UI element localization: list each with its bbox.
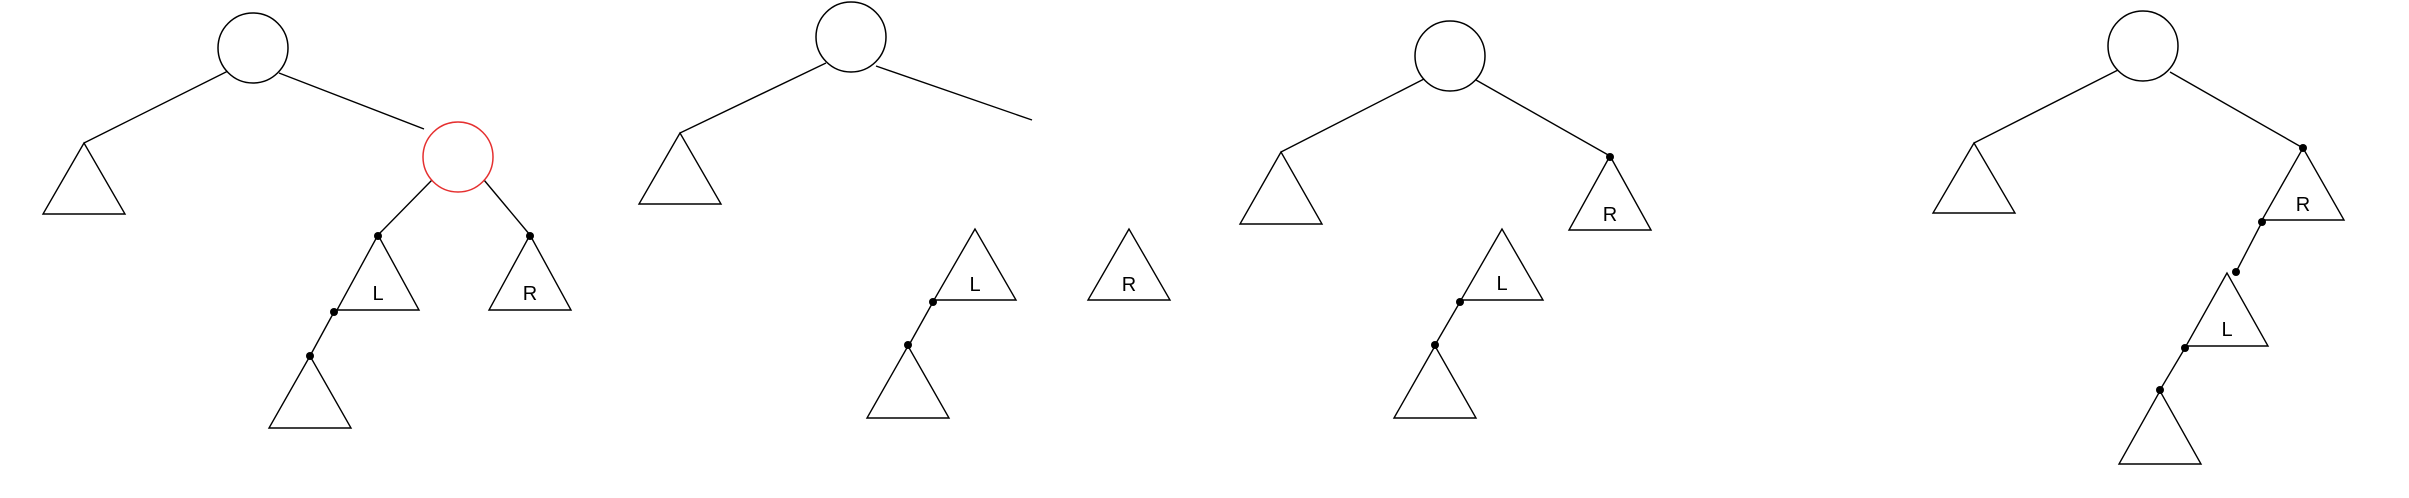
join-dot [1456,298,1464,306]
edge [278,72,425,130]
join-dot [2181,344,2189,352]
edge [377,179,433,236]
edge [1973,69,2119,144]
root-node [217,12,289,84]
edge [2159,347,2186,391]
subtree-L-triangle [1459,227,1545,301]
left-subtree-triangle [637,131,723,205]
join-dot [904,341,912,349]
root-node [2107,10,2179,82]
join-dot [374,232,382,240]
root-node [1414,20,1486,92]
edge [2169,71,2304,149]
edge [908,301,934,346]
bottom-subtree-triangle [267,354,353,429]
join-dot [306,352,314,360]
subtree-R-triangle [487,233,573,311]
subtree-label-R: R [2296,194,2310,216]
left-subtree-triangle [1931,141,2017,214]
edge [1280,78,1425,153]
panel-4: R L [1931,10,2346,465]
edge [875,65,1033,121]
join-dot [929,298,937,306]
join-dot [2258,218,2266,226]
join-dot [526,232,534,240]
join-dot [330,308,338,316]
root-node [815,1,887,73]
join-dot [1431,341,1439,349]
edge [679,62,827,134]
subtree-label-R: R [1122,274,1136,296]
left-subtree-triangle [1238,150,1324,225]
subtree-R-triangle [2260,146,2346,221]
edge [2235,221,2263,273]
edge [1475,79,1611,157]
join-dot [1606,153,1614,161]
edge [483,179,531,236]
join-dot [2232,268,2240,276]
subtree-R-triangle [1086,227,1172,301]
subtree-label-R: R [1603,204,1617,226]
bottom-subtree-triangle [865,344,951,419]
subtree-R-triangle [1567,154,1653,231]
panel-1: L R [41,12,573,429]
panel-2: L R [637,1,1172,419]
edge [83,69,231,144]
bottom-subtree-triangle [2117,389,2203,465]
subtree-L-triangle [2184,271,2270,347]
subtree-label-L: L [372,283,383,305]
highlighted-node [422,121,494,193]
join-dot [2299,144,2307,152]
subtree-label-L: L [1496,273,1507,295]
subtree-L-triangle [932,227,1018,301]
edge [1434,301,1461,346]
subtree-L-triangle [335,233,421,311]
bottom-subtree-triangle [1392,344,1478,419]
subtree-label-L: L [969,274,980,296]
subtree-label-R: R [523,283,537,305]
join-dot [2156,386,2164,394]
edge [309,311,335,357]
panel-3: R L [1238,20,1653,419]
left-subtree-triangle [41,141,127,215]
subtree-label-L: L [2221,319,2232,341]
